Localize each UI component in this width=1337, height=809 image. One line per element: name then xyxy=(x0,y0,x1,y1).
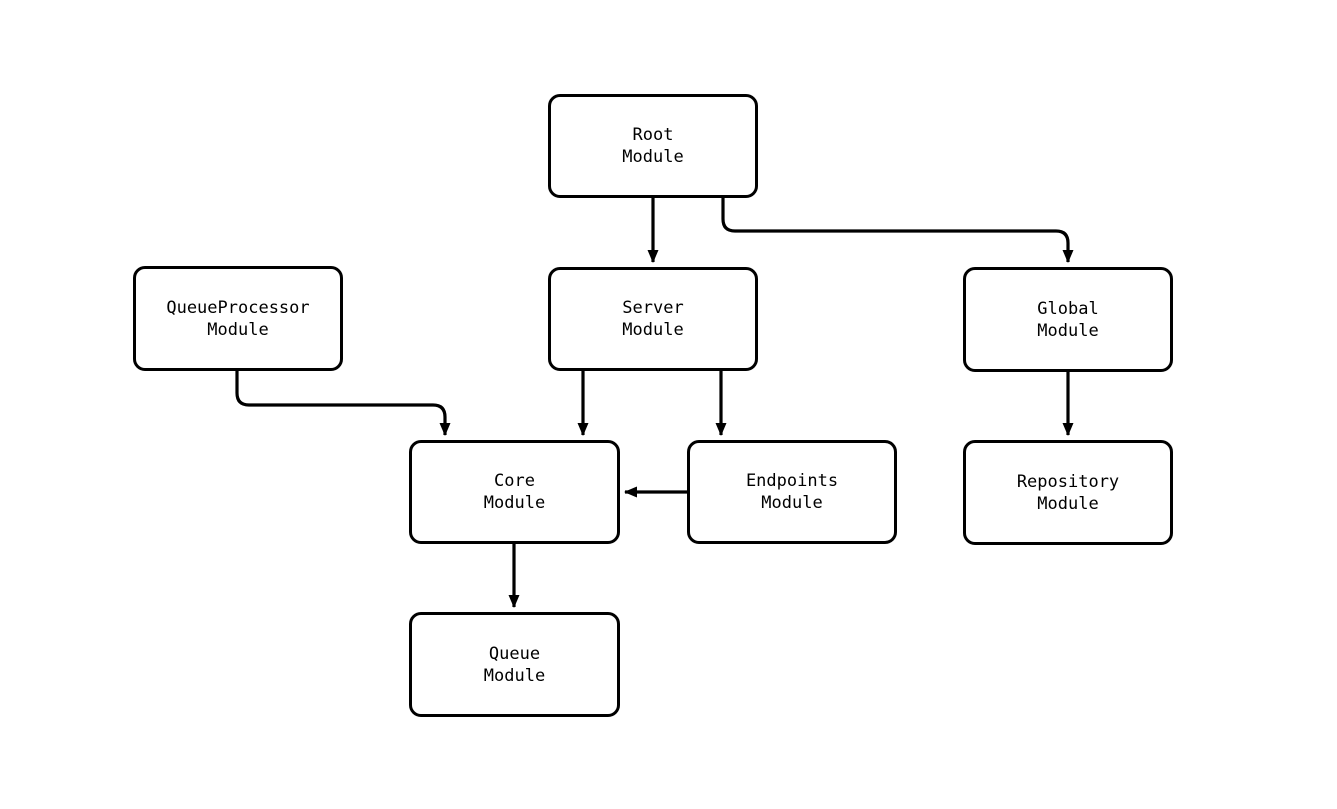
node-root-module[interactable]: Root Module xyxy=(548,94,758,198)
node-queue-module-label: Queue Module xyxy=(483,643,546,686)
node-core-module[interactable]: Core Module xyxy=(409,440,620,544)
node-queue-module[interactable]: Queue Module xyxy=(409,612,620,717)
node-server-module-label: Server Module xyxy=(622,298,684,340)
node-global-module-label: Global Module xyxy=(1037,298,1099,341)
edge-root-to-global xyxy=(721,198,1074,263)
edge-queueprocessor-to-core xyxy=(235,371,451,436)
node-queueprocessor-module[interactable]: QueueProcessor Module xyxy=(133,266,343,371)
node-core-module-label: Core Module xyxy=(483,471,546,513)
node-repository-module-label: Repository Module xyxy=(1016,471,1120,514)
node-server-module[interactable]: Server Module xyxy=(548,267,758,371)
node-queueprocessor-module-label: QueueProcessor Module xyxy=(166,297,310,340)
node-endpoints-module-label: Endpoints Module xyxy=(745,471,839,513)
node-endpoints-module[interactable]: Endpoints Module xyxy=(687,440,897,544)
node-root-module-label: Root Module xyxy=(622,125,684,167)
node-global-module[interactable]: Global Module xyxy=(963,267,1173,372)
node-repository-module[interactable]: Repository Module xyxy=(963,440,1173,545)
